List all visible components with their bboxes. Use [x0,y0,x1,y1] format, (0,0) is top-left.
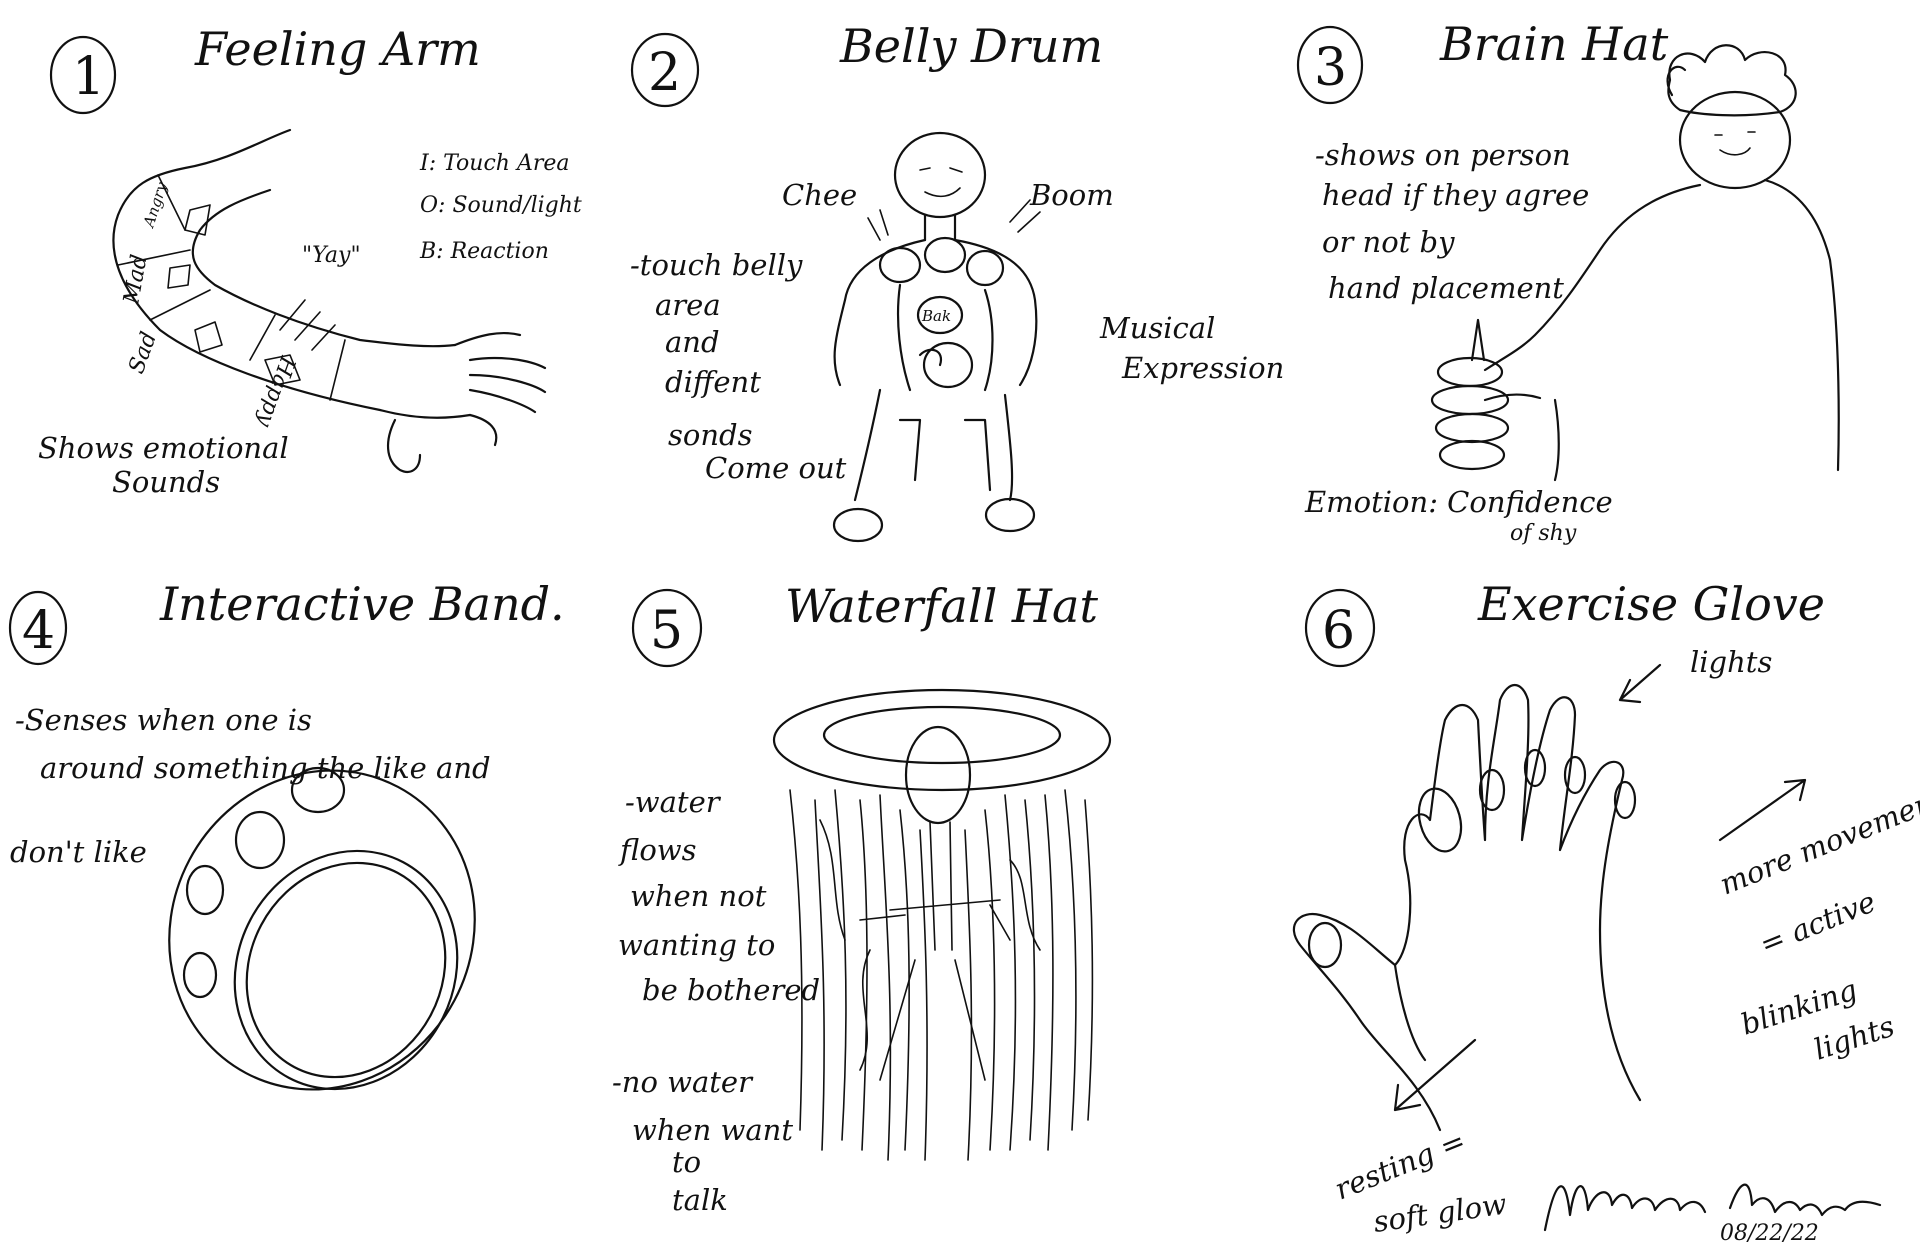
band-ring-drawing [168,766,476,1091]
panel-2-note-line-6: Come out [705,451,847,485]
panel-3-number: 3 [1314,38,1347,98]
panel-3-emotion-line-1: Emotion: Confidence [1304,485,1613,519]
panel-5-note1-line-3: when not [630,879,767,913]
legend-touch-area: I: Touch Area [419,151,570,176]
callout-yay: "Yay" [302,243,361,268]
panel-3-title: Brain Hat [1439,17,1669,71]
panel-4-note-line-2: around something the like and [40,751,491,785]
signature-date: 08/22/22 [1720,1221,1819,1242]
panel-2-number: 2 [648,43,681,103]
panel-3-number-circle [1296,25,1364,105]
panel-4-number: 4 [22,601,55,661]
panel-5-note1-line-4: wanting to [618,928,775,962]
panel-4-note-line-1: -Senses when one is [15,703,312,737]
panel-6-title: Exercise Glove [1477,577,1825,631]
panel-waterfall-hat: 5 Waterfall Hat -water flows when not wa… [612,579,1112,1217]
panel-2-note-line-1: -touch belly [630,248,803,282]
panel-2-side-note-line-2: Expression [1121,351,1284,385]
panel-brain-hat: 3 Brain Hat -shows on person head if the… [1296,17,1840,546]
segment-label-sad: Sad [124,329,162,377]
panel-6-number: 6 [1322,601,1355,661]
segment-label-happy: Happy [251,352,300,431]
segment-label-mad: Mad [119,253,152,307]
drum-label-chee: Chee [782,178,857,212]
panel-5-note1-line-5: be bothered [642,973,820,1007]
panel-3-note-line-4: hand placement [1328,271,1564,305]
panel-belly-drum: 2 Belly Drum Bak Chee Boom -touch belly … [630,19,1284,543]
panel-1-title: Feeling Arm [194,22,481,76]
panel-4-number-circle [8,590,68,666]
panel-5-number: 5 [650,601,683,661]
panel-feeling-arm: 1 Feeling Arm Angry Mad Sad Happy "Yay" … [38,22,582,499]
legend-sound-light: O: Sound/light [420,193,582,218]
panel-5-note2-line-2: when want [632,1113,793,1147]
panel-3-note-line-3: or not by [1322,225,1455,259]
panel-2-number-circle [630,32,700,108]
panel-5-title: Waterfall Hat [785,579,1098,633]
panel-2-note-line-3: and [665,325,720,359]
drum-figure-drawing [832,131,1041,543]
panel-6-active-line-1: more movement [1715,780,1920,901]
waterfall-hat-drawing [772,688,1112,1161]
drum-label-boom: Boom [1029,178,1114,212]
segment-label-angry: Angry [139,180,171,231]
brain-hat-person-drawing [1430,44,1840,482]
panel-interactive-band: 4 Interactive Band. -Senses when one is … [8,577,565,1091]
panel-4-title: Interactive Band. [159,577,565,631]
panel-6-active-line-4: lights [1810,1009,1899,1067]
legend-reaction: B: Reaction [419,239,549,264]
panel-5-note2-line-1: -no water [612,1065,754,1099]
panel-2-note-line-4: diffent [665,365,761,399]
signature [1543,1183,1882,1232]
arm-drawing [112,128,547,473]
glove-label-lights: lights [1690,645,1772,679]
panel-2-note-line-5: sonds [668,418,752,452]
panel-6-active-line-2: = active [1755,884,1880,961]
panel-1-note-line-2: Sounds [112,465,220,499]
panel-3-emotion-line-2: of shy [1510,521,1577,546]
panel-3-note-line-2: head if they agree [1322,178,1589,212]
panel-3-note-line-1: -shows on person [1315,138,1571,172]
drum-label-bak: Bak [921,307,951,325]
panel-1-number: 1 [72,47,105,107]
panel-4-note-line-3: don't like [10,835,147,869]
panel-5-note2-line-3: to [672,1145,701,1179]
panel-6-number-circle [1304,588,1376,668]
panel-5-number-circle [631,588,703,668]
panel-5-note2-line-4: talk [672,1183,728,1217]
panel-6-rest-line-2: soft glow [1371,1187,1509,1239]
panel-2-note-line-2: area [655,288,721,322]
panel-5-note1-line-2: flows [618,833,697,867]
panel-exercise-glove: 6 Exercise Glove lights more movement = … [1292,577,1920,1242]
panel-1-number-circle [49,35,117,115]
glove-hand-drawing [1292,663,1807,1132]
panel-2-side-note-line-1: Musical [1099,311,1215,345]
panel-1-note-line-1: Shows emotional [38,431,289,465]
panel-5-note1-line-1: -water [625,785,722,819]
panel-2-title: Belly Drum [839,19,1103,73]
